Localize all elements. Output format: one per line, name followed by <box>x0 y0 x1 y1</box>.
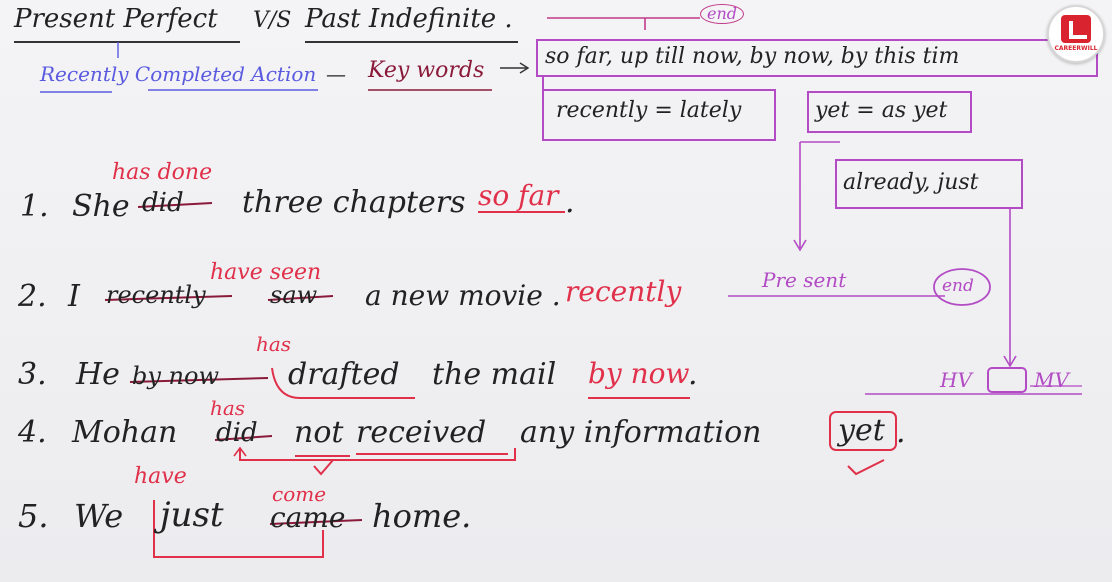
sentence-5-number: 5. <box>18 497 49 535</box>
careerwill-logo: CAREERWILL <box>1047 5 1105 63</box>
logo-mark-icon <box>1061 15 1091 43</box>
sentence-5-adverb: just <box>160 495 224 535</box>
sentence-4-number: 4. <box>18 415 47 450</box>
recently-completed-action: Recently Completed Action <box>40 62 317 86</box>
sentence-1-correction: has done <box>112 160 213 185</box>
sentence-2-subject: I <box>68 279 80 314</box>
present-label: Pre sent <box>762 268 847 292</box>
sentence-5-rest: home. <box>372 497 472 535</box>
sentence-1-keyword: so far <box>478 179 559 212</box>
sentence-2-rest: a new movie . <box>365 279 561 312</box>
sentence-4-neg: not <box>294 415 344 450</box>
sentence-4-correction: has <box>210 396 246 420</box>
end-label-top: end <box>700 4 745 24</box>
sentence-3-end: . <box>688 357 698 392</box>
mv-label: MV <box>1034 368 1069 392</box>
keyword-box-so-far: so far, up till now, by now, by this tim <box>545 46 960 68</box>
sentence-4-subject: Mohan <box>72 415 178 450</box>
heading-past-indefinite: Past Indefinite . <box>305 4 513 34</box>
sentence-4-keyword: yet <box>838 413 885 448</box>
sentence-4-verb: received <box>356 415 487 450</box>
sentence-3-verb: drafted <box>288 357 400 392</box>
end-label-mid: end <box>942 276 974 296</box>
sentence-1-struck: did <box>142 188 184 218</box>
sentence-5-struck: came <box>270 501 346 534</box>
sentence-4-end: . <box>896 415 906 450</box>
sentence-5-correction-have: have <box>134 464 187 489</box>
sentence-3-correction: has <box>256 332 292 356</box>
sentence-3-struck: by now <box>132 362 219 390</box>
logo-brand-text: CAREERWILL <box>1054 45 1098 52</box>
sentence-3-keyword: by now <box>588 357 690 390</box>
sentence-2-keyword: recently <box>565 275 682 308</box>
dash: — <box>326 62 346 86</box>
sentence-2-struck-recently: recently <box>106 281 206 309</box>
sentence-2-struck-saw: saw <box>270 281 318 309</box>
keyword-box-already-just: already, just <box>843 170 979 195</box>
sentence-5-subject: We <box>74 497 124 535</box>
sentence-4-struck: did <box>216 418 258 448</box>
keywords-label: Key words <box>368 58 485 83</box>
sentence-3-subject: He <box>76 357 120 392</box>
sentence-3-number: 3. <box>18 357 47 392</box>
heading-present-perfect: Present Perfect <box>14 4 218 34</box>
keyword-box-recently: recently = lately <box>556 98 742 123</box>
sentence-5-correction-come: come <box>272 482 327 506</box>
sentence-1-rest: three chapters <box>242 185 466 220</box>
keyword-box-yet: yet = as yet <box>815 98 948 123</box>
sentence-1-number: 1. <box>20 189 49 224</box>
sentence-2-number: 2. <box>18 279 47 314</box>
sentence-1-subject: She <box>72 189 130 224</box>
hv-label: HV <box>940 368 972 392</box>
sentence-3-rest: the mail <box>432 357 557 392</box>
sentence-4-rest: any information <box>520 415 762 450</box>
heading-vs: V/S <box>253 8 292 33</box>
sentence-1-end: . <box>565 185 575 220</box>
sentence-2-correction: have seen <box>210 260 322 285</box>
